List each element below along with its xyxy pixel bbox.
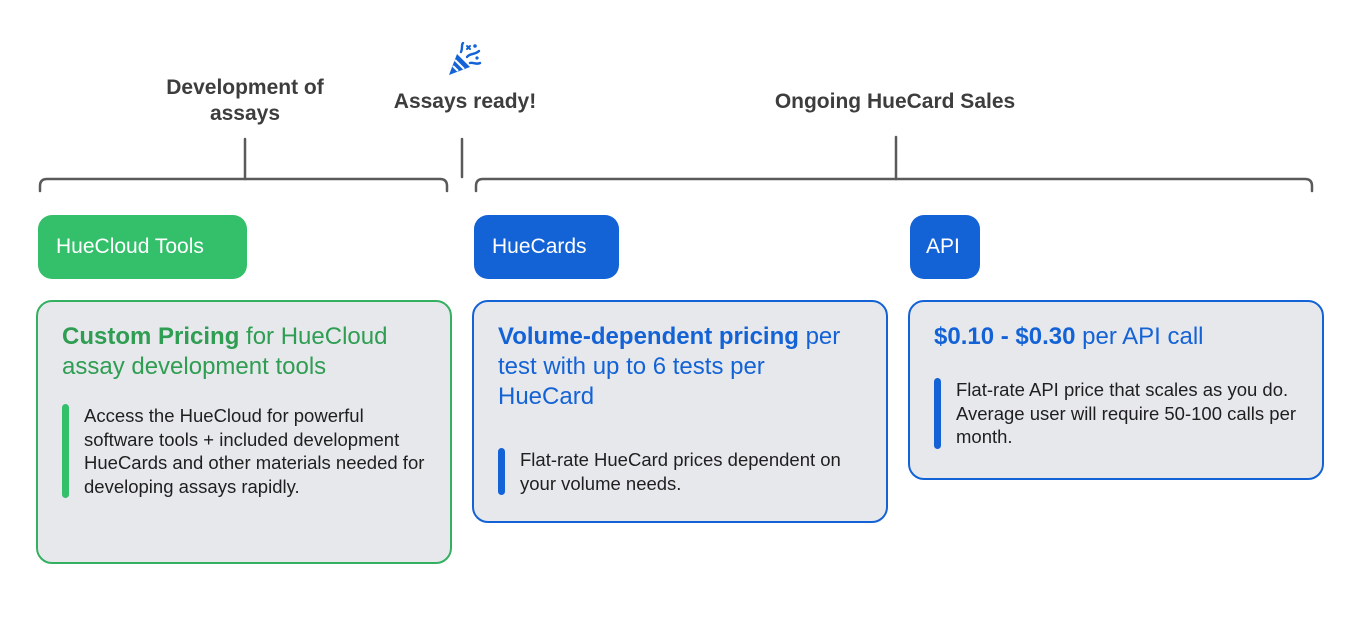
sales-bracket xyxy=(474,177,1314,193)
huecards-card-title: Volume-dependent pricing per test with u… xyxy=(498,322,862,412)
api-pill: API xyxy=(910,215,980,279)
timeline-brackets xyxy=(38,135,1314,193)
phase-label-ongoing-sales: Ongoing HueCard Sales xyxy=(774,90,1016,113)
phase-label-development: Development of assays xyxy=(166,76,324,125)
api-card-description: Flat-rate API price that scales as you d… xyxy=(934,378,1298,449)
huecards-description-text: Flat-rate HueCard prices dependent on yo… xyxy=(520,449,841,494)
huecloud-card-title: Custom Pricing for HueCloud assay develo… xyxy=(62,322,426,382)
huecards-pricing-card: Volume-dependent pricing per test with u… xyxy=(472,300,888,523)
huecloud-card-description: Access the HueCloud for powerful softwar… xyxy=(62,404,426,498)
phase-label-assays-ready: Assays ready! xyxy=(393,90,537,113)
development-bracket xyxy=(38,177,449,193)
huecloud-tools-pill: HueCloud Tools xyxy=(38,215,247,279)
huecards-pill: HueCards xyxy=(474,215,619,279)
api-title-rest: per API call xyxy=(1075,323,1204,350)
huecards-card-description: Flat-rate HueCard prices dependent on yo… xyxy=(498,448,862,495)
accent-bar xyxy=(62,404,69,498)
huecloud-description-text: Access the HueCloud for powerful softwar… xyxy=(84,405,425,497)
huecards-title-rest: per test with up to 6 tests per HueCard xyxy=(498,323,841,410)
accent-bar xyxy=(498,448,505,495)
api-card-title: $0.10 - $0.30 per API call xyxy=(934,322,1298,352)
huecloud-pricing-card: Custom Pricing for HueCloud assay develo… xyxy=(36,300,452,564)
party-popper-icon xyxy=(449,42,482,75)
huecloud-title-rest: for HueCloud assay development tools xyxy=(62,323,388,380)
accent-bar xyxy=(934,378,941,449)
api-pricing-card: $0.10 - $0.30 per API call Flat-rate API… xyxy=(908,300,1324,480)
api-title-bold: $0.10 - $0.30 xyxy=(934,323,1076,350)
api-description-text: Flat-rate API price that scales as you d… xyxy=(956,379,1297,447)
huecloud-title-bold: Custom Pricing xyxy=(62,323,240,350)
huecards-title-bold: Volume-dependent pricing xyxy=(498,323,799,350)
